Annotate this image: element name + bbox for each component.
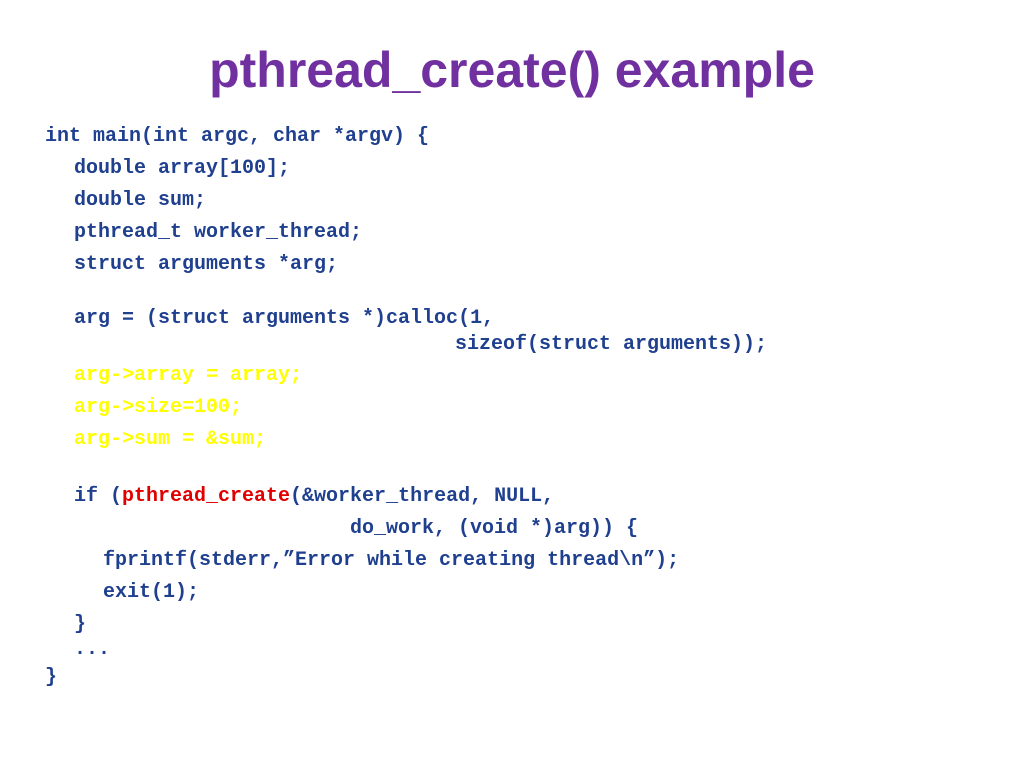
code-line-calloc: arg = (struct arguments *)calloc(1,: [74, 307, 495, 330]
code-line-ellipsis: ...: [74, 638, 111, 661]
code-line-fprintf: fprintf(stderr,”Error while creating thr…: [103, 549, 680, 572]
code-line-calloc-continuation: sizeof(struct arguments));: [455, 333, 768, 356]
code-line-close-if: }: [74, 613, 87, 636]
code-line-if-continuation: do_work, (void *)arg)) {: [350, 517, 639, 540]
code-line-main-signature: int main(int argc, char *argv) {: [45, 125, 430, 148]
if-args: (&worker_thread, NULL,: [290, 485, 555, 508]
slide-title: pthread_create() example: [209, 42, 815, 98]
code-line-close-main: }: [45, 666, 58, 689]
code-line-assign-size: arg->size=100;: [74, 396, 243, 419]
pthread-create-call: pthread_create: [122, 485, 291, 508]
code-line-decl-sum: double sum;: [74, 189, 207, 212]
if-prefix: if (: [74, 485, 123, 508]
code-line-decl-arg: struct arguments *arg;: [74, 253, 339, 276]
code-line-assign-sum: arg->sum = &sum;: [74, 428, 267, 451]
code-line-if: if (pthread_create(&worker_thread, NULL,: [74, 485, 554, 509]
code-block: int main(int argc, char *argv) { double …: [45, 0, 1005, 768]
code-line-decl-array: double array[100];: [74, 157, 291, 180]
code-line-exit: exit(1);: [103, 581, 200, 604]
code-line-assign-array: arg->array = array;: [74, 364, 303, 387]
code-line-decl-thread: pthread_t worker_thread;: [74, 221, 363, 244]
